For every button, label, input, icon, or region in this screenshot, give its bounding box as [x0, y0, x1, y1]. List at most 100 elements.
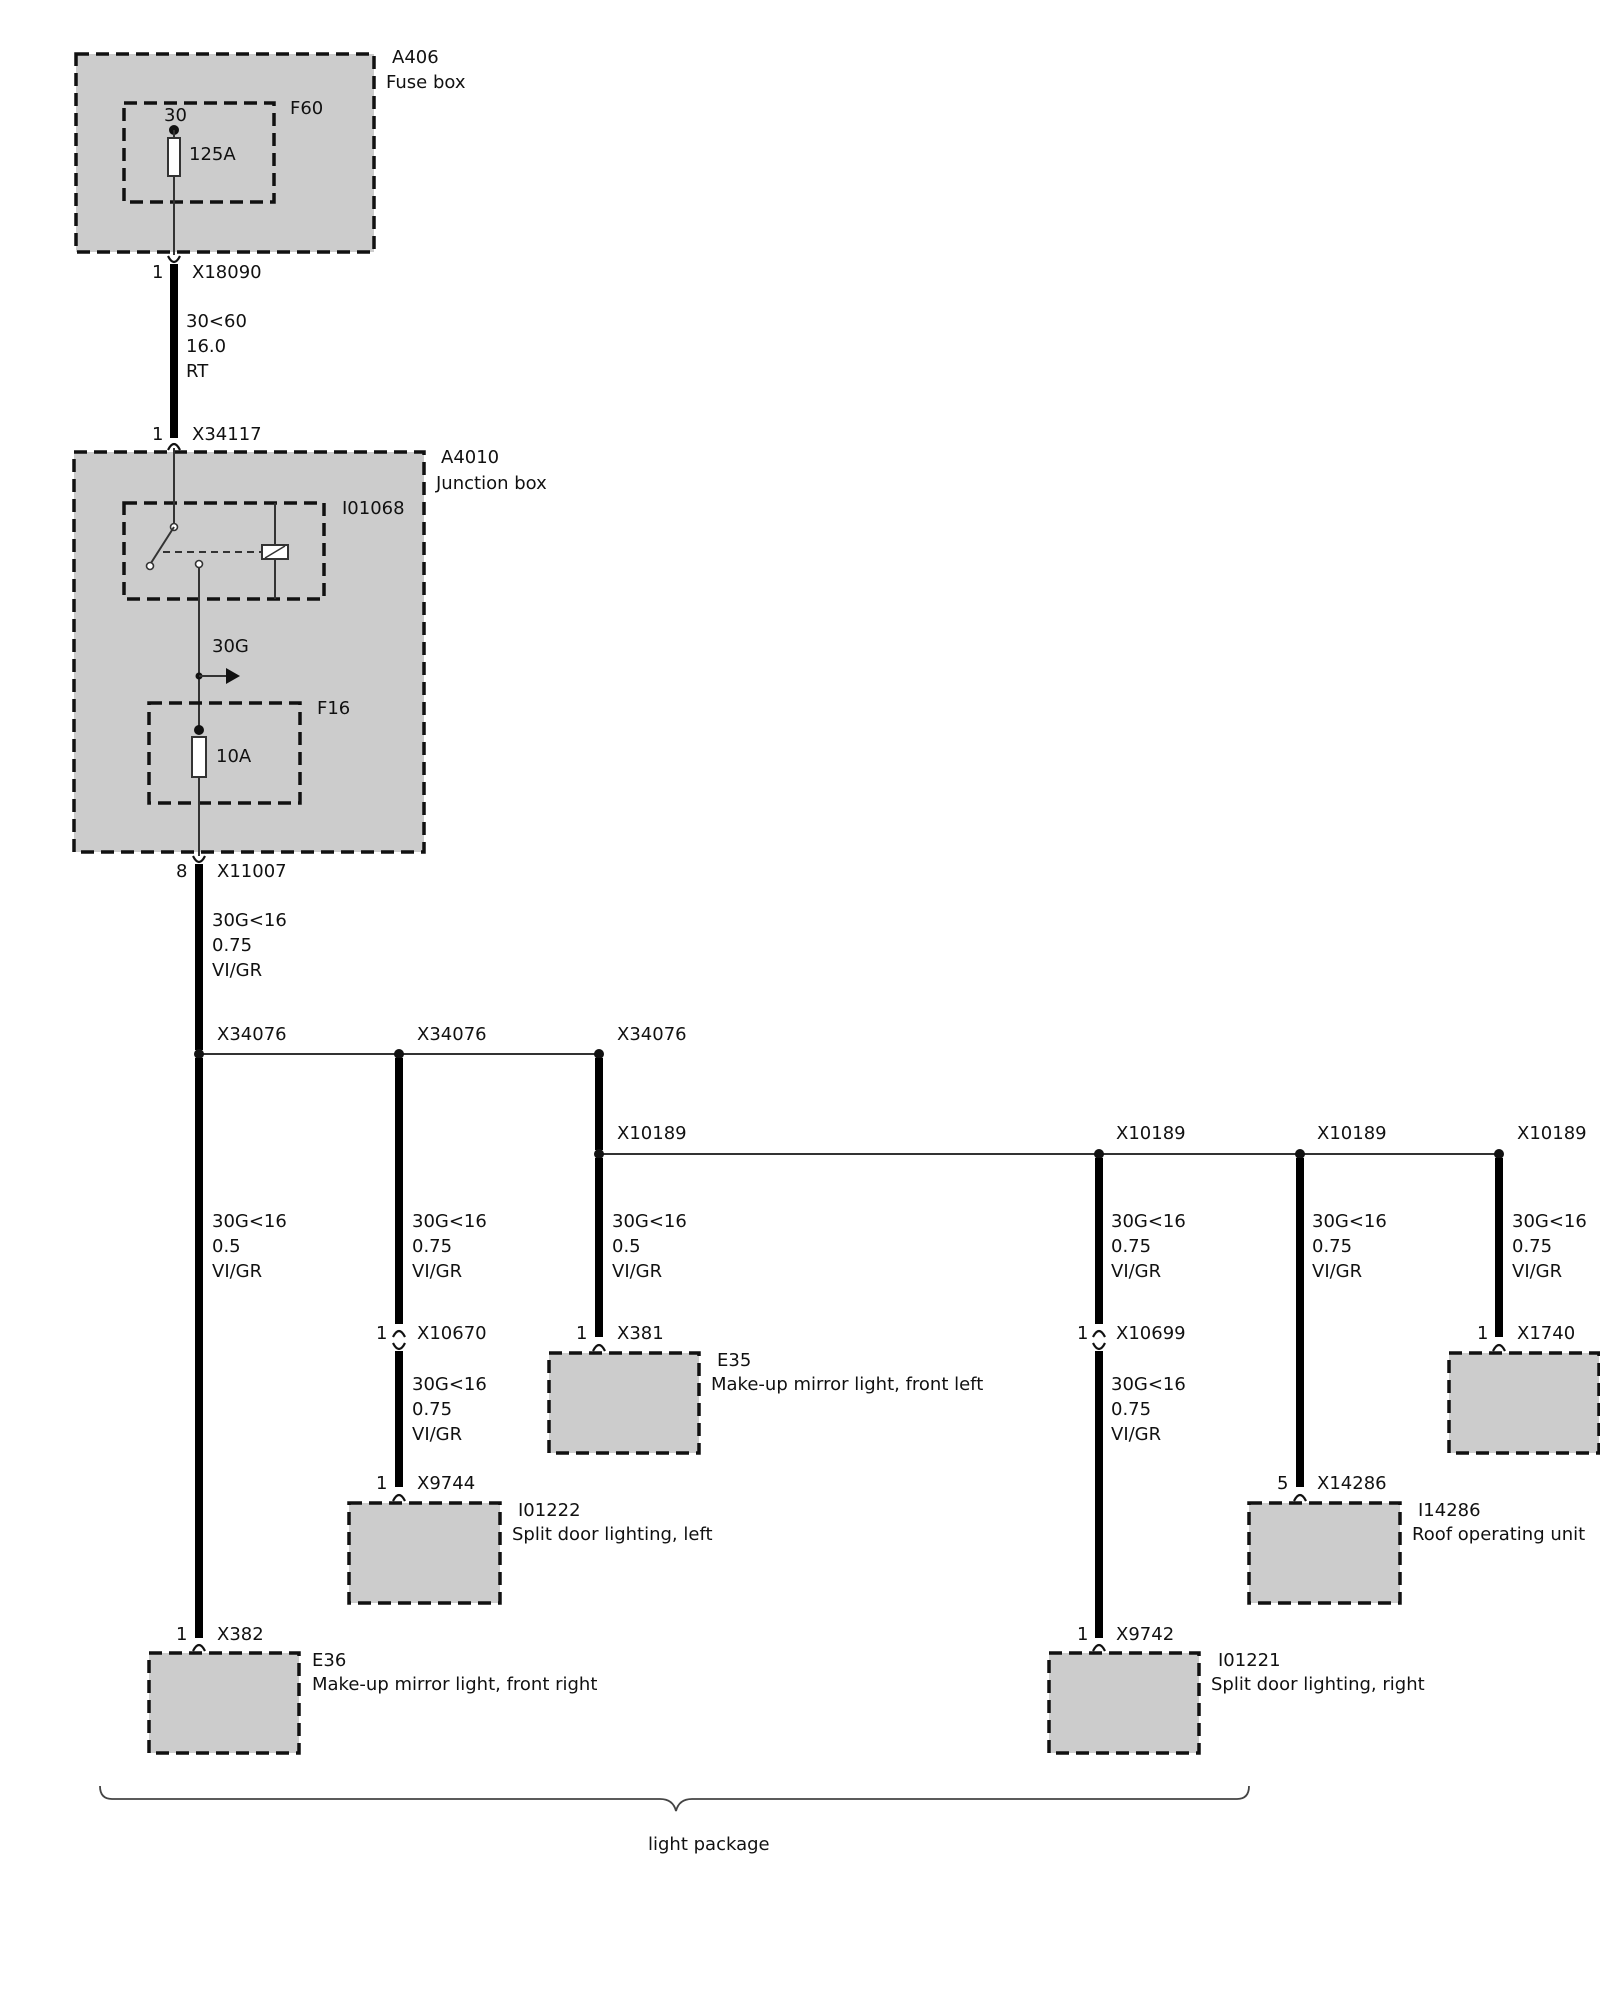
i01222-name: Split door lighting, left	[512, 1524, 713, 1545]
x18090-id: X18090	[192, 262, 262, 283]
component-e35[interactable]: E35 Make-up mirror light, front left	[547, 1350, 983, 1455]
splice-x10189-label: X10189	[1517, 1123, 1587, 1144]
connector-x11007-icon	[192, 855, 206, 864]
splice-dot	[1295, 1149, 1305, 1159]
signal-30g-label: 30G	[212, 636, 249, 657]
x14286-pin: 5	[1277, 1473, 1288, 1494]
wire-x9744-size: 0.75	[412, 1399, 452, 1420]
relay-contact-icon	[145, 561, 155, 571]
wire-main-size: 16.0	[186, 336, 226, 357]
connector-x10699-mate-icon	[1092, 1342, 1106, 1351]
x382-pin: 1	[176, 1624, 187, 1645]
x381-id: X381	[617, 1323, 664, 1344]
relay-contact-icon	[194, 559, 204, 569]
connector-x1740-icon	[1492, 1343, 1506, 1352]
splice-x34076-label: X34076	[417, 1024, 487, 1045]
a406-id: A406	[392, 47, 439, 68]
fuse-icon	[167, 137, 181, 177]
x34117-id: X34117	[192, 424, 262, 445]
wire-main-color: RT	[186, 361, 209, 382]
connector-x10670-mate-icon	[392, 1342, 406, 1351]
i14286-id: I14286	[1418, 1500, 1481, 1521]
component-i01221[interactable]: I01221 Split door lighting, right	[1047, 1650, 1425, 1755]
x1740-id: X1740	[1517, 1323, 1575, 1344]
splice-x10189-label: X10189	[617, 1123, 687, 1144]
component-i01222[interactable]: I01222 Split door lighting, left	[347, 1500, 713, 1605]
f60-terminal: 30	[164, 105, 187, 126]
wire-x10699-color: VI/GR	[1111, 1261, 1161, 1282]
wire-x14286-signal: 30G<16	[1312, 1211, 1387, 1232]
x14286-id: X14286	[1317, 1473, 1387, 1494]
component-x1740[interactable]	[1447, 1351, 1600, 1455]
wire-e35-color: VI/GR	[612, 1261, 662, 1282]
x382-id: X382	[217, 1624, 264, 1645]
wire-main-signal: 30<60	[186, 311, 247, 332]
arrow-right-icon	[226, 668, 240, 684]
component-e36[interactable]: E36 Make-up mirror light, front right	[147, 1650, 597, 1755]
component-i14286[interactable]: I14286 Roof operating unit	[1247, 1500, 1585, 1605]
e36-name: Make-up mirror light, front right	[312, 1674, 597, 1695]
wire-x11007-size: 0.75	[212, 935, 252, 956]
a4010-id: A4010	[441, 447, 499, 468]
i01221-name: Split door lighting, right	[1211, 1674, 1425, 1695]
wire-x9744-color: VI/GR	[412, 1424, 462, 1445]
connector-x9742-icon	[1092, 1643, 1106, 1652]
wire-x10670-color: VI/GR	[412, 1261, 462, 1282]
splice-dot	[194, 1049, 204, 1059]
junction-box-a4010[interactable]: A4010 Junction box I01068 30G F16 10A	[72, 447, 547, 856]
i01221-id: I01221	[1218, 1650, 1281, 1671]
f16-id: F16	[317, 698, 350, 719]
i01068-id: I01068	[342, 498, 405, 519]
e35-id: E35	[717, 1350, 751, 1371]
fuse-icon	[191, 736, 207, 778]
x381-pin: 1	[576, 1323, 587, 1344]
splice-x10189-label: X10189	[1116, 1123, 1186, 1144]
x9742-pin: 1	[1077, 1624, 1088, 1645]
relay-i01068-box	[122, 501, 326, 601]
wire-x10699-size: 0.75	[1111, 1236, 1151, 1257]
connector-x34117-icon	[167, 442, 181, 451]
splice-dot	[1094, 1149, 1104, 1159]
light-package-brace-icon	[99, 1785, 1250, 1812]
x10670-pin: 1	[376, 1323, 387, 1344]
connector-x18090-icon	[167, 255, 181, 264]
e35-name: Make-up mirror light, front left	[711, 1374, 983, 1395]
x1740-pin: 1	[1477, 1323, 1488, 1344]
fuse-box-a406[interactable]: A406 Fuse box F60 30 125A	[74, 47, 466, 255]
x10699-id: X10699	[1116, 1323, 1186, 1344]
wire-x11007-signal: 30G<16	[212, 910, 287, 931]
light-package-label: light package	[648, 1834, 770, 1855]
x10670-id: X10670	[417, 1323, 487, 1344]
f60-id: F60	[290, 98, 323, 119]
a406-name: Fuse box	[386, 72, 466, 93]
wire-x10670-size: 0.75	[412, 1236, 452, 1257]
wire-x14286-size: 0.75	[1312, 1236, 1352, 1257]
connector-x9744-icon	[392, 1493, 406, 1502]
wire-x9742-signal: 30G<16	[1111, 1374, 1186, 1395]
splice-x34076-label: X34076	[217, 1024, 287, 1045]
wire-x1740-size: 0.75	[1512, 1236, 1552, 1257]
connector-x10699-icon	[1092, 1329, 1106, 1338]
connector-x382-icon	[192, 1643, 206, 1652]
splice-dot	[1494, 1149, 1504, 1159]
connector-x14286-icon	[1293, 1493, 1307, 1502]
e36-id: E36	[312, 1650, 346, 1671]
wire-x11007-color: VI/GR	[212, 960, 262, 981]
wire-x9742-size: 0.75	[1111, 1399, 1151, 1420]
x11007-pin: 8	[176, 861, 187, 882]
splice-x10189-label: X10189	[1317, 1123, 1387, 1144]
x34117-pin: 1	[152, 424, 163, 445]
x18090-pin: 1	[152, 262, 163, 283]
f60-rating: 125A	[189, 144, 236, 165]
wire-e35-size: 0.5	[612, 1236, 641, 1257]
relay-switch-icon	[150, 526, 175, 564]
a4010-name: Junction box	[435, 473, 547, 494]
splice-dot	[594, 1149, 604, 1159]
wire-e36-signal: 30G<16	[212, 1211, 287, 1232]
wire-x10699-signal: 30G<16	[1111, 1211, 1186, 1232]
wire-e36-color: VI/GR	[212, 1261, 262, 1282]
wire-x1740-color: VI/GR	[1512, 1261, 1562, 1282]
connector-x381-icon	[592, 1343, 606, 1352]
fuse-f60-box	[122, 101, 276, 204]
